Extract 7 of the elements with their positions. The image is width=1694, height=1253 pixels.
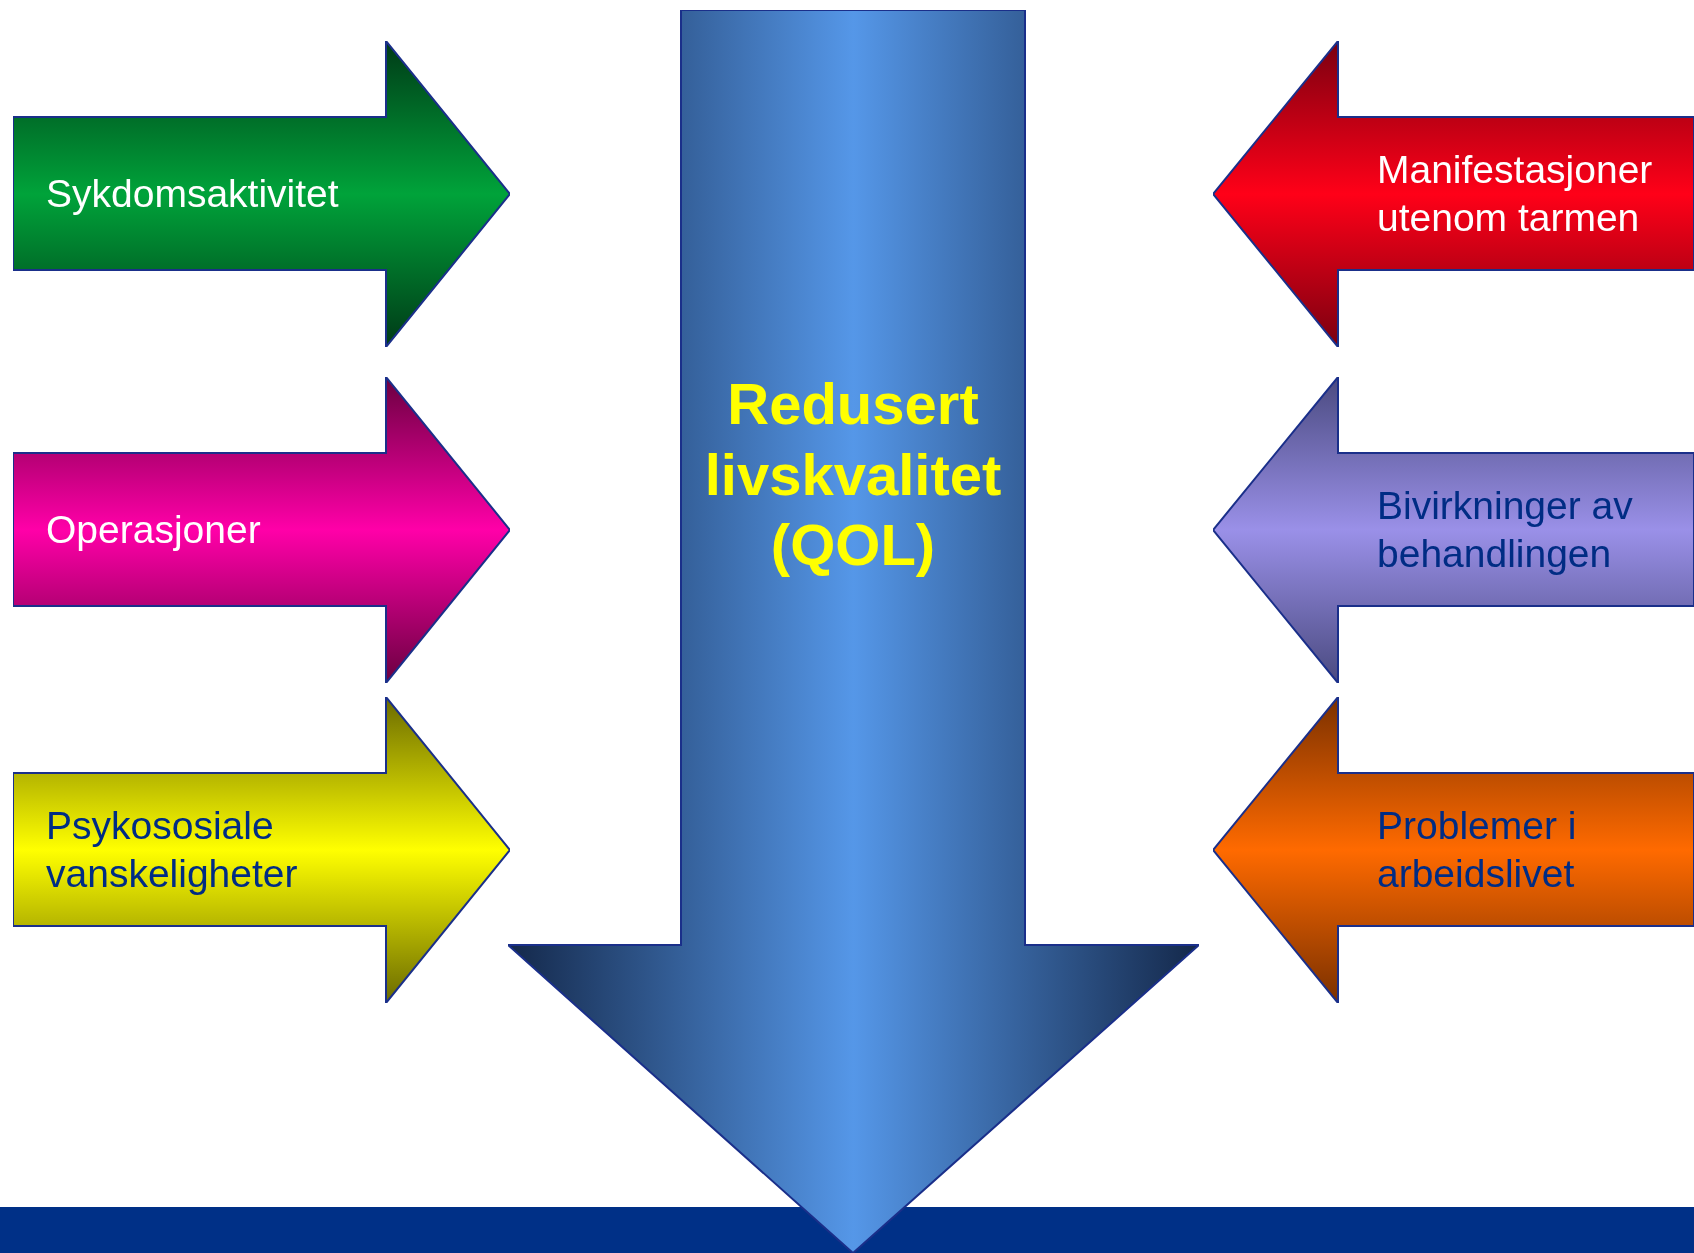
arrow-label: Sykdomsaktivitet <box>46 170 339 217</box>
arrow-label: Operasjoner <box>46 506 261 553</box>
arrow-label: Bivirkninger av behandlingen <box>1377 482 1634 577</box>
arrow-label: Redusert livskvalitet (QOL) <box>703 369 1003 580</box>
arrow-label: Psykososiale vanskeligheter <box>46 802 299 897</box>
arrow-label: Manifestasjoner utenom tarmen <box>1377 146 1654 241</box>
arrow-label: Problemer i arbeidslivet <box>1377 802 1578 897</box>
